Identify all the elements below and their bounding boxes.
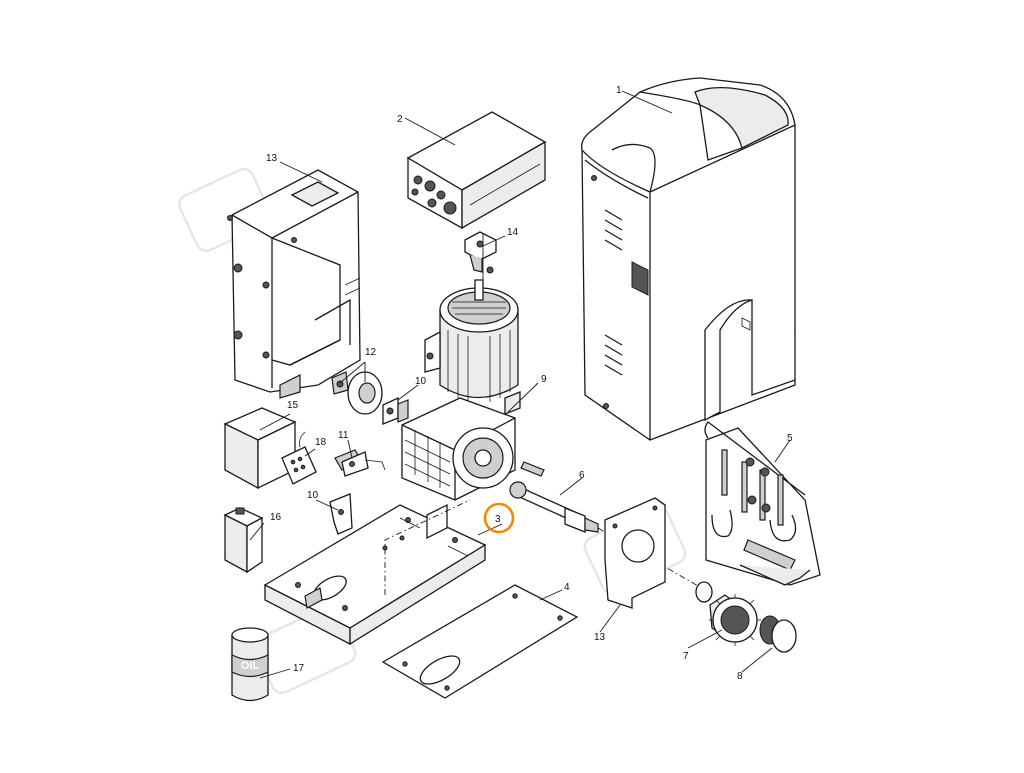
callout-13-upper: 13 bbox=[266, 153, 278, 164]
callout-12: 12 bbox=[365, 347, 377, 358]
callout-10-upper: 10 bbox=[415, 376, 427, 387]
part-8-cap bbox=[759, 615, 797, 653]
leader-lines bbox=[249, 90, 791, 679]
part-2-control-box bbox=[406, 111, 547, 230]
highlight-ring-part-3 bbox=[483, 502, 515, 534]
callout-3: 3 bbox=[495, 514, 501, 525]
part-9-motor-gearbox bbox=[401, 279, 521, 501]
part-11-switch bbox=[334, 449, 386, 477]
callout-16: 16 bbox=[270, 512, 282, 523]
callout-1: 1 bbox=[616, 85, 622, 96]
callout-2: 2 bbox=[397, 114, 403, 125]
callout-17: 17 bbox=[293, 663, 305, 674]
callout-13-lower: 13 bbox=[594, 632, 606, 643]
part-13-frame bbox=[227, 169, 361, 399]
callout-6: 6 bbox=[579, 470, 585, 481]
callout-11: 11 bbox=[338, 430, 349, 441]
callout-7: 7 bbox=[683, 651, 689, 662]
callout-15: 15 bbox=[287, 400, 299, 411]
part-18-panel bbox=[281, 431, 317, 485]
part-15-box bbox=[223, 407, 297, 490]
part-17-oil-can: OIL bbox=[231, 627, 269, 702]
part-10-connector-upper bbox=[382, 396, 409, 425]
part-13-plate bbox=[604, 497, 666, 609]
callout-8: 8 bbox=[737, 671, 743, 682]
oil-can-label: OIL bbox=[241, 660, 260, 672]
part-5-bolts-kit bbox=[704, 421, 821, 586]
callout-labels: 1 2 3 4 5 6 7 8 9 10 10 11 12 13 13 14 1… bbox=[266, 85, 793, 682]
callout-14: 14 bbox=[507, 227, 519, 238]
callout-4: 4 bbox=[564, 582, 570, 593]
part-12-disc bbox=[331, 371, 383, 415]
part-6-shaft bbox=[509, 461, 706, 591]
callout-5: 5 bbox=[787, 433, 793, 444]
part-16-capacitor bbox=[223, 507, 264, 574]
part-7-pinion bbox=[695, 581, 761, 646]
part-14-bracket bbox=[464, 231, 497, 274]
callout-9: 9 bbox=[541, 374, 547, 385]
part-1-cover bbox=[581, 77, 796, 441]
part-10-bracket-lower bbox=[329, 493, 353, 535]
part-3-base-plate bbox=[263, 499, 487, 646]
part-4-floor-plate bbox=[381, 584, 579, 699]
callout-18: 18 bbox=[315, 437, 327, 448]
callout-10-lower: 10 bbox=[307, 490, 319, 501]
